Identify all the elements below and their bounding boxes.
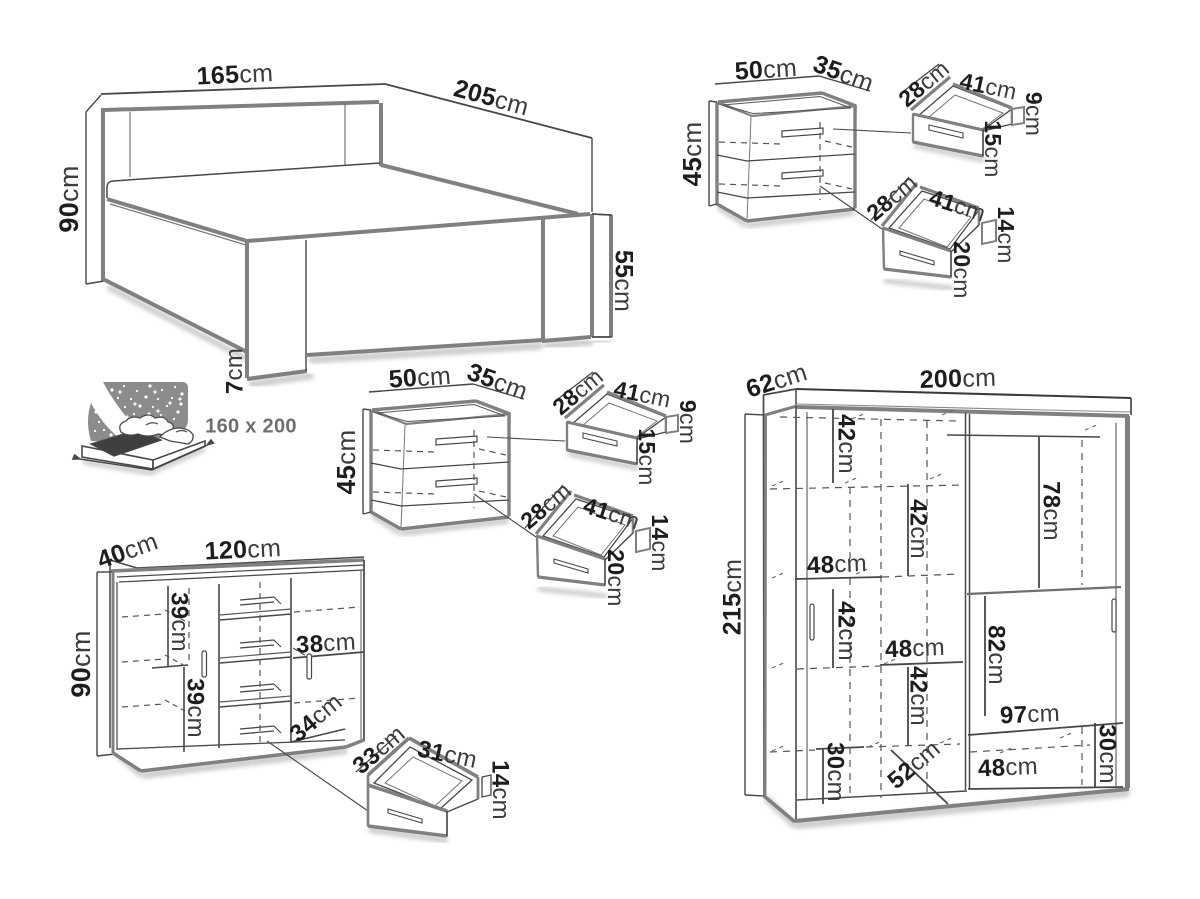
- svg-text:20cm: 20cm: [603, 549, 629, 606]
- svg-text:90cm: 90cm: [54, 165, 84, 232]
- svg-text:200cm: 200cm: [919, 363, 996, 394]
- svg-text:82cm: 82cm: [983, 625, 1010, 685]
- svg-text:165cm: 165cm: [196, 59, 274, 91]
- svg-text:97cm: 97cm: [1000, 700, 1061, 729]
- svg-text:55cm: 55cm: [609, 250, 637, 312]
- svg-text:14cm: 14cm: [993, 206, 1019, 263]
- svg-text:38cm: 38cm: [295, 629, 356, 659]
- svg-text:90cm: 90cm: [66, 630, 96, 697]
- svg-text:9cm: 9cm: [1021, 92, 1047, 136]
- svg-text:39cm: 39cm: [182, 678, 209, 738]
- svg-text:48cm: 48cm: [885, 634, 946, 663]
- svg-text:48cm: 48cm: [978, 753, 1039, 782]
- svg-text:7cm: 7cm: [221, 348, 248, 394]
- svg-text:15cm: 15cm: [980, 120, 1006, 177]
- svg-text:45cm: 45cm: [677, 122, 707, 187]
- svg-text:14cm: 14cm: [487, 760, 514, 820]
- svg-text:31cm: 31cm: [415, 735, 479, 774]
- svg-text:9cm: 9cm: [675, 400, 701, 444]
- svg-text:42cm: 42cm: [833, 601, 860, 661]
- svg-text:30cm: 30cm: [822, 742, 849, 802]
- svg-text:20cm: 20cm: [949, 241, 975, 298]
- svg-text:15cm: 15cm: [634, 428, 660, 485]
- svg-text:39cm: 39cm: [166, 592, 193, 652]
- svg-text:50cm: 50cm: [388, 361, 452, 393]
- svg-text:120cm: 120cm: [204, 534, 282, 566]
- svg-text:160 x 200: 160 x 200: [205, 415, 297, 437]
- svg-text:14cm: 14cm: [647, 514, 673, 571]
- svg-text:42cm: 42cm: [905, 499, 932, 559]
- svg-text:42cm: 42cm: [905, 666, 932, 726]
- svg-text:78cm: 78cm: [1038, 481, 1065, 541]
- svg-text:42cm: 42cm: [833, 414, 860, 474]
- svg-text:45cm: 45cm: [331, 430, 361, 495]
- svg-text:30cm: 30cm: [1094, 724, 1121, 784]
- svg-text:48cm: 48cm: [807, 550, 868, 579]
- svg-text:215cm: 215cm: [719, 559, 747, 636]
- svg-text:50cm: 50cm: [734, 53, 798, 85]
